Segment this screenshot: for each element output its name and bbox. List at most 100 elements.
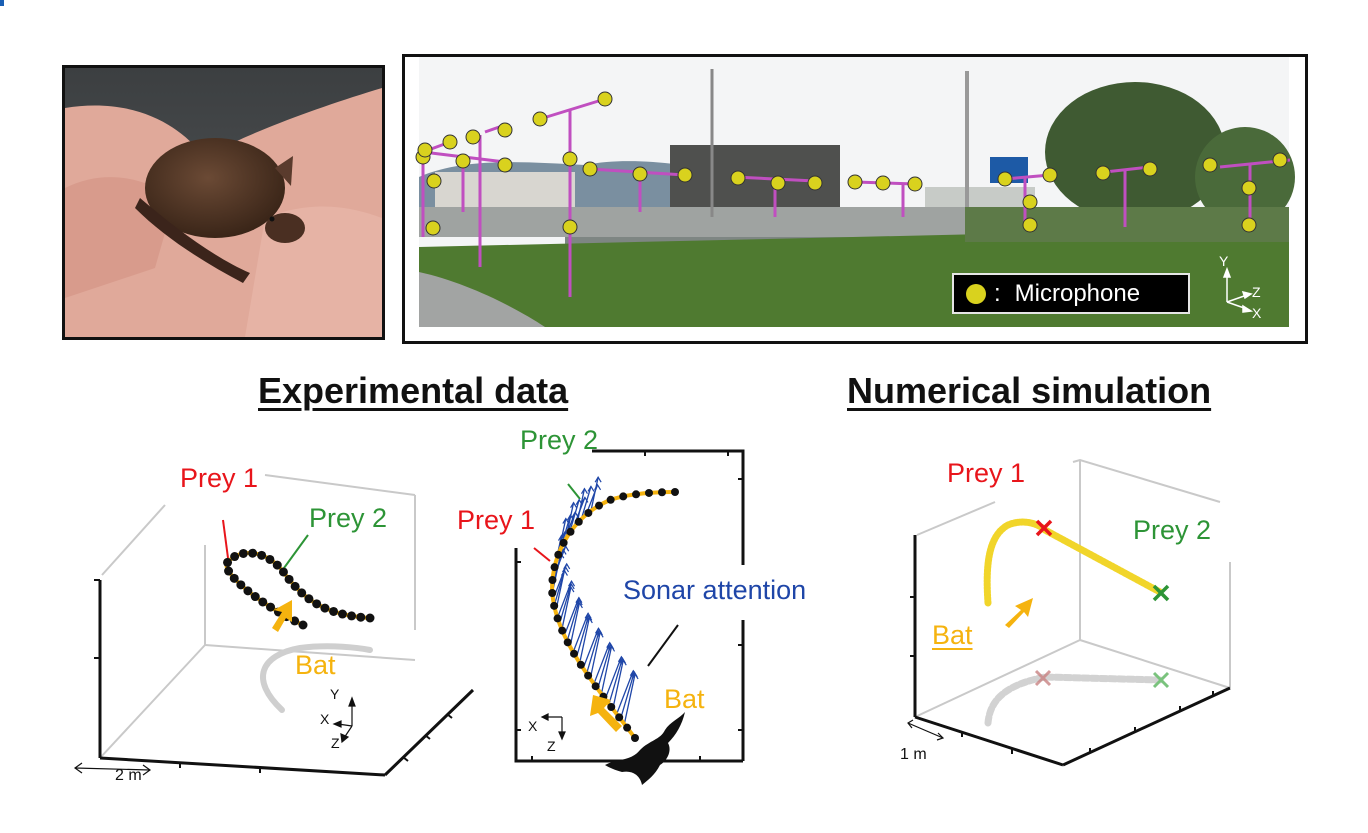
- sonar-arrow-head: [587, 485, 595, 492]
- site-axis-y: Y: [1219, 253, 1229, 269]
- microphone-marker: [1042, 167, 1058, 183]
- site-axis-z: Z: [1252, 284, 1261, 300]
- sonar-arrow-head: [563, 562, 571, 570]
- prey2-pointer: [283, 534, 309, 569]
- prey1-pointer: [533, 547, 551, 562]
- microphone-marker: [907, 176, 923, 192]
- sonar-arrow: [623, 673, 636, 725]
- sonar-arrow: [582, 628, 600, 669]
- plot-frame-left-bottom: [514, 548, 743, 763]
- z-tick: [446, 713, 453, 719]
- numerical-simulation-title: Numerical simulation: [847, 370, 1212, 411]
- exp3d-scale-label: 2 m: [115, 767, 142, 784]
- trajectory-point: [595, 501, 604, 510]
- microphone-marker: [465, 129, 481, 145]
- microphone-marker: [597, 91, 613, 107]
- microphone-marker: [562, 151, 578, 167]
- trajectory-point: [631, 734, 639, 742]
- trajectory-point: [671, 488, 679, 496]
- trajectory-point: [576, 660, 585, 669]
- trajectory-point: [607, 703, 616, 712]
- microphone-marker: [562, 219, 578, 235]
- sonar-arrow-head: [570, 501, 578, 508]
- microphone-marker: [677, 167, 693, 183]
- scale-bar: [907, 722, 944, 739]
- scale-bar: [74, 767, 151, 771]
- sonar-arrow: [590, 477, 599, 512]
- sonar-arrow: [589, 632, 601, 679]
- sonar-arrow: [563, 597, 580, 636]
- experimental-3d-plot: [73, 474, 475, 777]
- microphone-legend: : Microphone: [952, 273, 1190, 314]
- sonar-arrow: [572, 613, 589, 653]
- trajectory-point: [550, 563, 559, 572]
- exp3d-prey1-label: Prey 1: [180, 463, 259, 493]
- microphone-array-photo: : Microphone Y Z X: [402, 54, 1308, 344]
- top-bat-label: Bat: [664, 684, 705, 714]
- prey2-shadow-marker-icon: [1152, 671, 1170, 689]
- exp3d-axes-icon: [332, 696, 356, 744]
- trajectory-point: [304, 594, 314, 604]
- trajectory-point: [337, 609, 347, 619]
- trajectory-point: [230, 552, 240, 562]
- microphone-marker: [847, 174, 863, 190]
- trajectory-point: [272, 560, 282, 570]
- experimental-data-title: Experimental data: [258, 370, 569, 411]
- sonar-arrow-head: [595, 627, 603, 634]
- sonar-pointer: [647, 624, 679, 667]
- microphone-marker: [582, 161, 598, 177]
- mic-stand: [1104, 165, 1151, 174]
- sonar-arrow: [561, 586, 572, 630]
- trajectory-point: [223, 557, 233, 567]
- microphone-marker: [1202, 157, 1218, 173]
- trajectory-point: [290, 616, 300, 626]
- trajectory-point: [347, 611, 357, 621]
- sonar-arrow: [558, 583, 572, 625]
- trajectory-point: [312, 599, 322, 609]
- trajectory-point: [243, 586, 253, 596]
- box-edge: [204, 644, 416, 661]
- top-prey2-label: Prey 2: [520, 425, 599, 455]
- legend-label: Microphone: [1014, 279, 1141, 307]
- trajectory-point: [553, 614, 562, 623]
- prey1-shadow-marker-icon: [1034, 669, 1052, 687]
- exp3d-bat-label: Bat: [295, 650, 336, 680]
- microphone-marker: [497, 122, 513, 138]
- microphone-marker: [425, 220, 441, 236]
- prey2-pointer: [567, 483, 581, 500]
- sonar-arrow: [580, 486, 592, 520]
- exp3d-axis-x: X: [320, 711, 330, 727]
- microphone-marker: [532, 111, 548, 127]
- trajectory-point: [248, 548, 258, 558]
- trajectory-point: [606, 495, 615, 504]
- microphone-marker: [1095, 165, 1111, 181]
- microphone-marker: [1022, 217, 1038, 233]
- trajectory-point: [566, 527, 575, 536]
- top-axis-x: X: [528, 718, 538, 734]
- x-axis: [914, 715, 1064, 767]
- microphone-marker: [632, 166, 648, 182]
- exp3d-axis-y: Y: [330, 686, 340, 702]
- trajectory-point: [657, 488, 666, 497]
- trajectory-point: [548, 575, 557, 584]
- trajectory-point: [554, 550, 563, 559]
- bat-photo-illustration: [65, 68, 382, 337]
- trajectory-point: [236, 580, 246, 590]
- sonar-arrow: [597, 644, 612, 690]
- microphone-marker: [1241, 180, 1257, 196]
- trajectory-point: [258, 597, 268, 607]
- sonar-arrow: [619, 671, 635, 720]
- z-tick: [424, 734, 431, 740]
- sonar-arrow: [593, 642, 611, 685]
- microphone-marker: [426, 173, 442, 189]
- sim-scale-label: 1 m: [900, 746, 927, 763]
- trajectory-point: [365, 613, 375, 623]
- trajectory-point: [250, 592, 260, 602]
- box-edge: [99, 644, 206, 759]
- simulated-shadow-trajectory: [984, 673, 1164, 727]
- trajectory-point: [298, 620, 308, 630]
- exp3d-prey2-label: Prey 2: [309, 503, 388, 533]
- trajectory-points: [548, 488, 679, 742]
- microphone-marker: [730, 170, 746, 186]
- trajectory-point: [570, 649, 579, 658]
